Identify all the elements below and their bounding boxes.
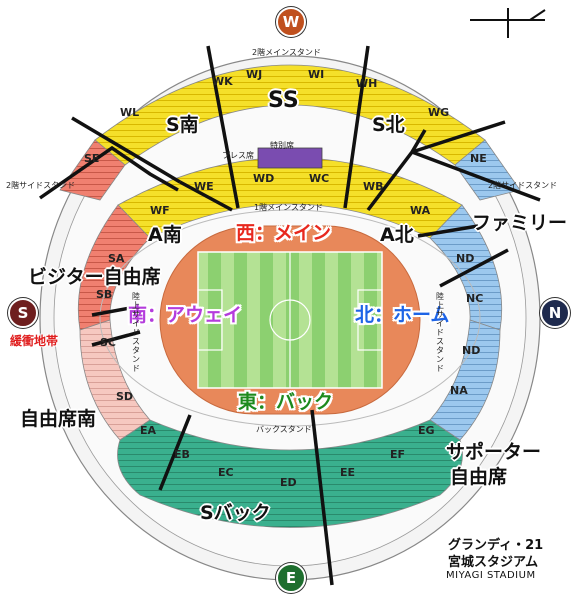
compass-west: W [276, 7, 306, 37]
section-supporter-label-2: 自由席 [450, 466, 508, 488]
section-buffer-label: 緩衝地帯 [10, 334, 59, 348]
press-seat-text: プレス席 [222, 151, 254, 160]
section-s-kita-label: S北 [372, 114, 405, 136]
block-wa: WA [410, 204, 431, 217]
back-stand [117, 419, 463, 528]
block-sb: SB [96, 288, 113, 301]
section-a-kita-label: A北 [380, 224, 414, 246]
block-ec: EC [218, 466, 234, 479]
block-ed: ED [280, 476, 297, 489]
block-sa: SA [108, 252, 125, 265]
stadium-name-1: グランディ・21 [448, 538, 544, 553]
block-wl: WL [120, 106, 140, 119]
block-ne: NE [470, 152, 487, 165]
stadium-name-3: MIYAGI STADIUM [446, 570, 536, 581]
block-nd: ND [462, 344, 481, 357]
block-ef: EF [390, 448, 406, 461]
block-nd-top: ND [456, 252, 475, 265]
back-stand-text: バックスタンド [256, 425, 312, 434]
section-s-minami-label: S南 [166, 114, 199, 136]
compass-north: N [540, 298, 570, 328]
block-we: WE [194, 180, 214, 193]
side-stand-text-right: 陸上サイドスタンド [436, 292, 444, 373]
block-ee: EE [340, 466, 356, 479]
block-se: SE [84, 152, 100, 165]
block-na: NA [450, 384, 468, 397]
block-wb: WB [363, 180, 384, 193]
section-supporter-label-1: サポーター [446, 441, 542, 463]
zone-south-label: 南：アウェイ [128, 304, 243, 326]
block-sd: SD [116, 390, 134, 403]
section-ss-label: SS [268, 88, 299, 113]
block-wj: WJ [246, 68, 263, 81]
section-a-minami-label: A南 [148, 224, 182, 246]
block-wh: WH [356, 77, 378, 90]
zone-west-label: 西：メイン [236, 222, 332, 244]
special-seats [257, 147, 323, 169]
block-wc: WC [309, 172, 330, 185]
upper-se-stand [59, 139, 126, 201]
north-arrow [470, 8, 546, 38]
block-ea: EA [140, 424, 157, 437]
side-stand-right-text: 2階サイドスタンド [488, 181, 558, 190]
main-stand-1f-text: 1階メインスタンド [254, 203, 323, 212]
section-family-label: ファミリー [472, 212, 568, 234]
block-wi: WI [308, 68, 325, 81]
block-wk: WK [212, 75, 233, 88]
compass-east: E [276, 563, 306, 593]
block-eb: EB [174, 448, 190, 461]
side-stand-left-text: 2階サイドスタンド [6, 181, 76, 190]
block-wf: WF [150, 204, 170, 217]
special-seat-text: 特別席 [270, 141, 294, 150]
block-sc: SC [100, 336, 116, 349]
block-eg: EG [418, 424, 435, 437]
block-nc: NC [466, 292, 484, 305]
main-stand-2f-text: 2階メインスタンド [252, 48, 321, 57]
zone-north-label: 北：ホーム [355, 304, 450, 326]
section-boundaries [39, 45, 541, 586]
block-wg: WG [428, 106, 450, 119]
section-visitor-label: ビジター自由席 [28, 266, 161, 288]
section-jiyu-minami-label: 自由席南 [20, 408, 97, 430]
zone-east-label: 東：バック [238, 391, 334, 413]
stadium-name-2: 宮城スタジアム [448, 555, 539, 570]
section-s-back-label: Sバック [200, 502, 271, 524]
compass-south: S [8, 298, 38, 328]
block-wd: WD [253, 172, 275, 185]
side-stand-text-left: 陸上サイドスタンド [132, 292, 140, 373]
